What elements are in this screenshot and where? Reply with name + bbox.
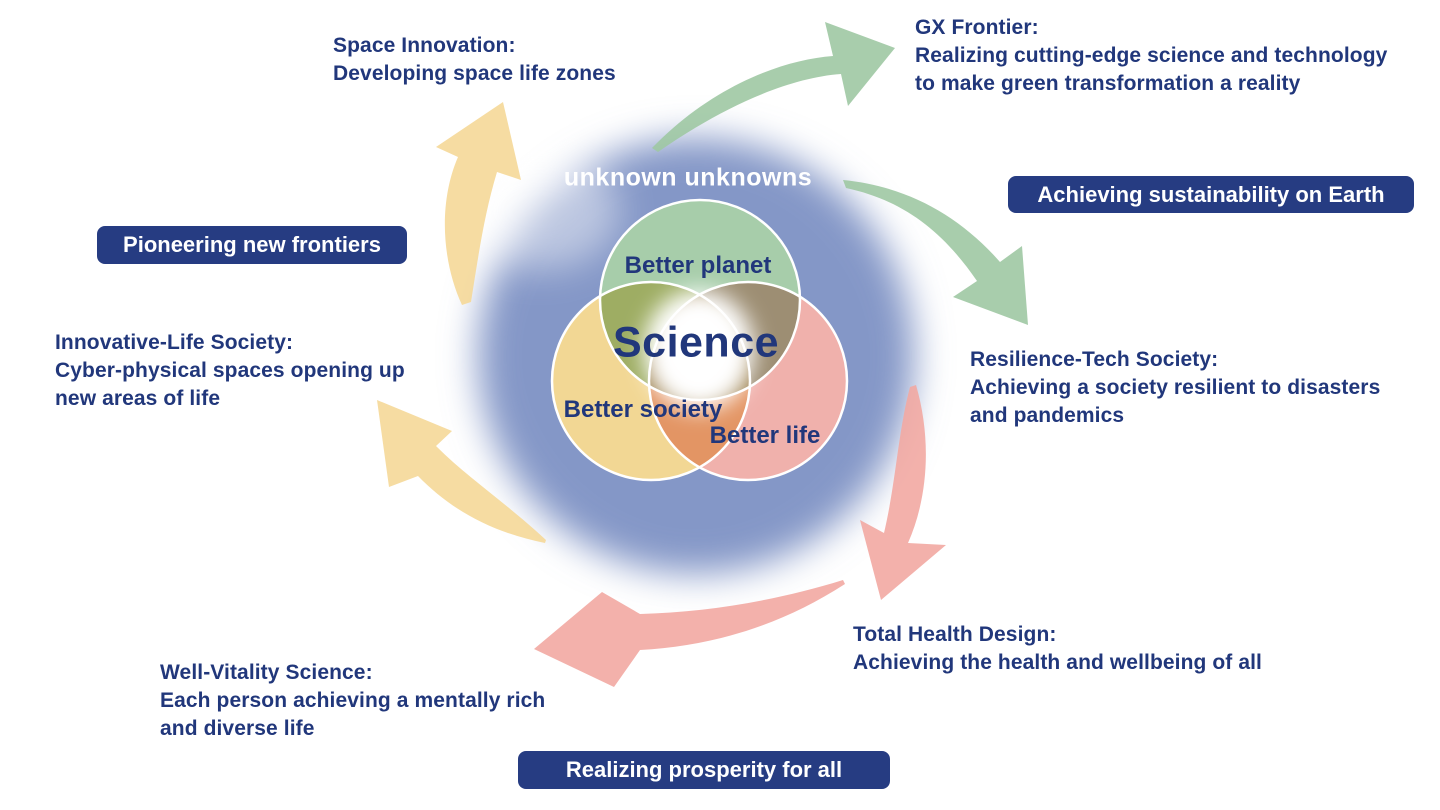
pink-arrow-right-icon [860,385,946,600]
note-line: new areas of life [55,387,221,410]
note-line: Achieving the health and wellbeing of al… [853,651,1262,674]
total-health-design-note: Total Health Design: Achieving the healt… [853,621,1262,677]
achieving-sustainability-badge: Achieving sustainability on Earth [1008,176,1414,213]
note-line: Well-Vitality Science: [160,661,373,684]
note-line: Resilience-Tech Society: [970,348,1219,371]
badge-label: Achieving sustainability on Earth [1037,181,1385,207]
note-line: and diverse life [160,717,315,740]
note-line: Space Innovation: [333,34,516,57]
better-society-label: Better society [563,396,723,423]
badge-label: Realizing prosperity for all [565,757,843,782]
better-planet-label: Better planet [624,252,772,279]
arrows-layer [377,22,1028,687]
pioneering-new-frontiers-badge: Pioneering new frontiers [97,226,407,264]
note-line: Realizing cutting-edge science and techn… [915,44,1388,67]
note-line: Cyber-physical spaces opening up [55,359,405,382]
green-arrow-right-icon [843,180,1028,325]
note-line: Achieving a society resilient to disaste… [970,376,1381,399]
note-line: Innovative-Life Society: [55,331,294,354]
well-vitality-science-note: Well-Vitality Science: Each person achie… [160,659,545,743]
realizing-prosperity-badge: Realizing prosperity for all [518,751,890,789]
yellow-arrow-top-left-icon [436,102,521,305]
pink-arrow-bottom-icon [534,580,845,687]
note-line: GX Frontier: [915,16,1039,39]
yellow-arrow-left-icon [377,400,546,543]
venn-diagram [550,198,849,482]
gx-frontier-note: GX Frontier: Realizing cutting-edge scie… [915,14,1387,98]
innovative-life-society-note: Innovative-Life Society: Cyber-physical … [55,329,405,413]
unknown-unknowns-label: unknown unknowns [563,163,813,192]
badge-label: Pioneering new frontiers [123,232,381,257]
note-line: Each person achieving a mentally rich [160,689,546,712]
disc-highlight [460,150,620,270]
note-line: Total Health Design: [853,623,1057,646]
better-life-label: Better life [709,422,821,449]
green-arrow-top-icon [652,22,895,152]
science-label: Science [612,318,780,367]
resilience-tech-society-note: Resilience-Tech Society: Achieving a soc… [970,346,1380,430]
note-line: to make green transformation a reality [915,72,1301,95]
note-line: and pandemics [970,404,1125,427]
space-innovation-note: Space Innovation: Developing space life … [333,32,616,88]
note-line: Developing space life zones [333,62,616,85]
